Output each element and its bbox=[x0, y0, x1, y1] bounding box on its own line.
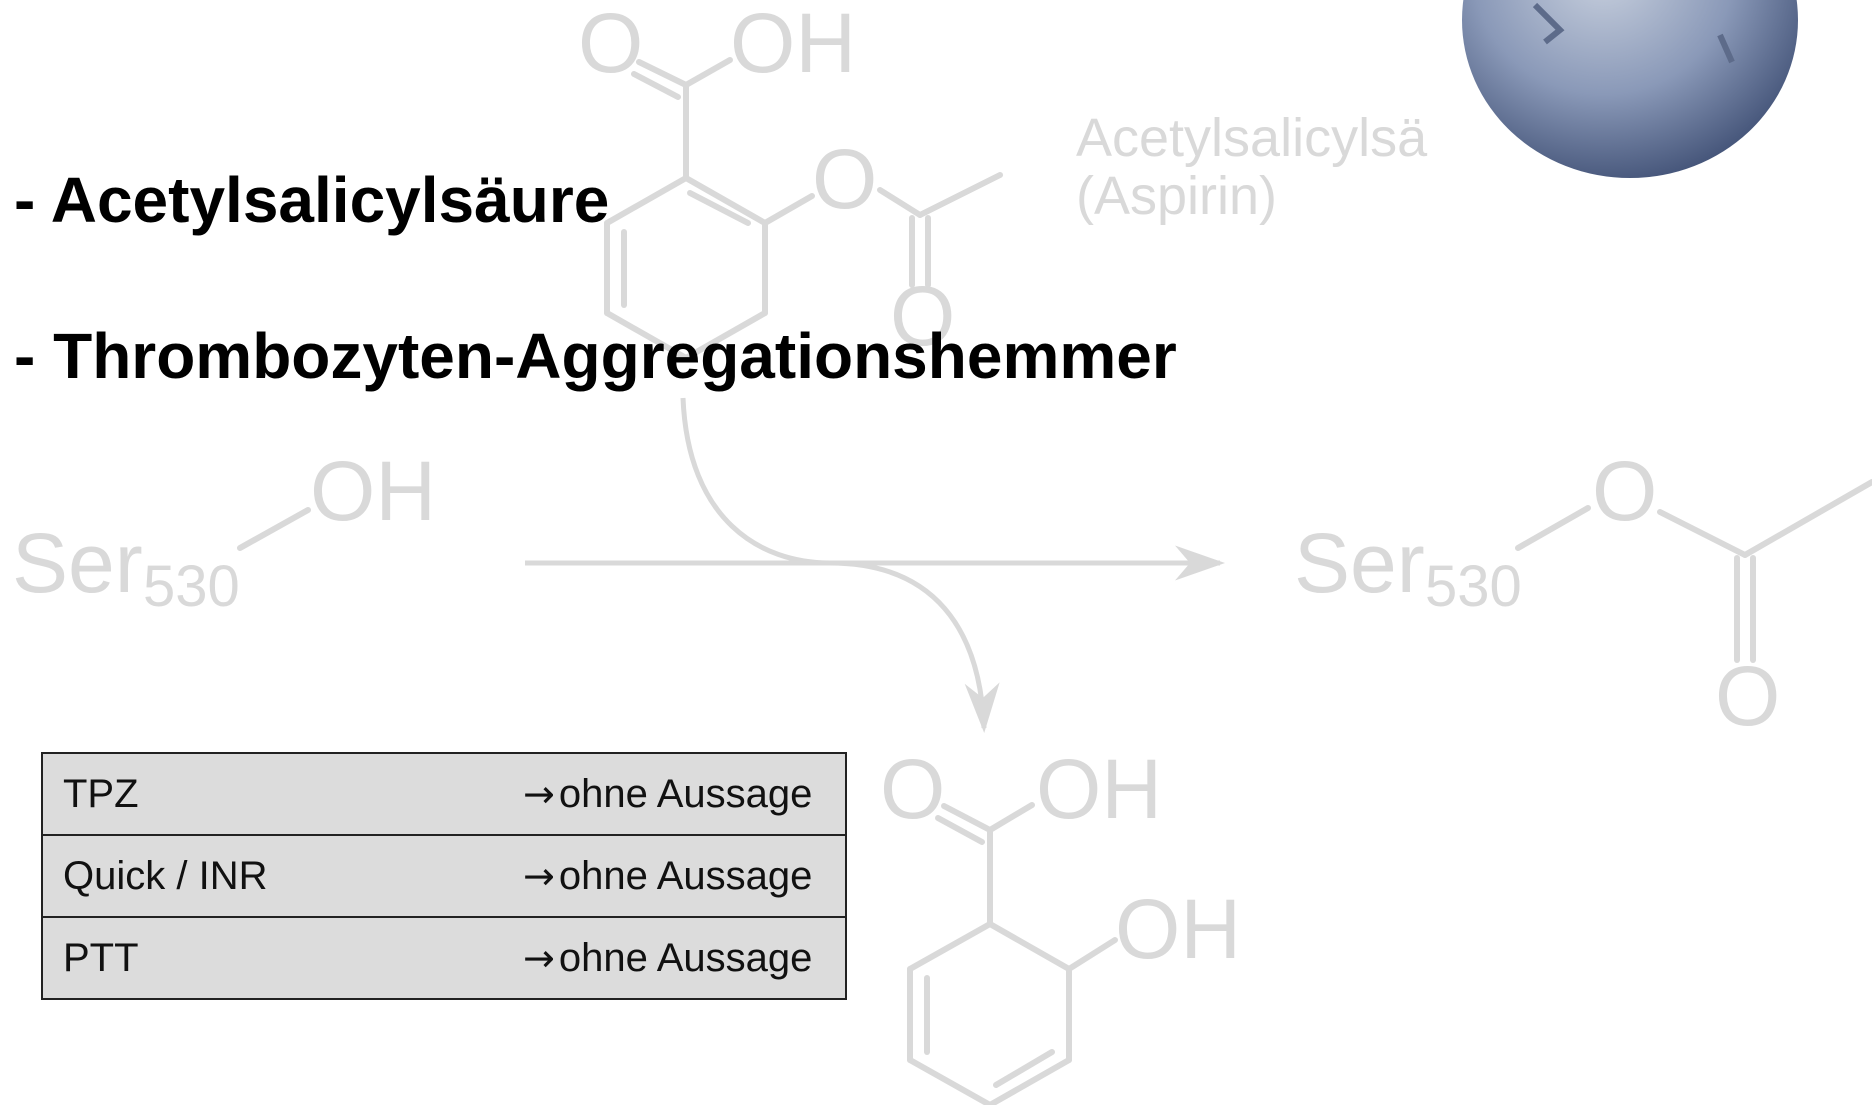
aspirin-oh-label: OH bbox=[730, 0, 856, 90]
serine-right-acetylated: Ser 530 O O bbox=[1294, 444, 1872, 743]
lab-result-text: ohne Aussage bbox=[558, 936, 813, 980]
lab-test-result: →ohne Aussage bbox=[523, 936, 812, 981]
lab-test-result: →ohne Aussage bbox=[523, 772, 812, 817]
lab-values-table: TPZ →ohne Aussage Quick / INR →ohne Auss… bbox=[41, 752, 847, 1000]
curved-arrow bbox=[680, 397, 1000, 733]
salicylic-acid-structure: O OH OH bbox=[880, 742, 1241, 1105]
table-row: PTT →ohne Aussage bbox=[43, 918, 845, 998]
lab-test-result: →ohne Aussage bbox=[523, 854, 812, 899]
table-row: Quick / INR →ohne Aussage bbox=[43, 836, 845, 918]
aspirin-tablet-photo bbox=[1462, 0, 1798, 178]
aspirin-subtitle-label: (Aspirin) bbox=[1076, 166, 1277, 226]
table-row: TPZ →ohne Aussage bbox=[43, 754, 845, 836]
salicylic-carbonyl-o-label: O bbox=[880, 742, 945, 836]
bullet-acetylsalicylic-acid: - Acetylsalicylsäure bbox=[14, 164, 610, 236]
ser-left-sub-label: 530 bbox=[143, 554, 240, 619]
aspirin-name-label: Acetylsalicylsä bbox=[1076, 108, 1428, 168]
bullet-platelet-aggregation-inhibitor: - Thrombozyten-Aggregationshemmer bbox=[14, 320, 1177, 392]
aspirin-acetyl-o-label: O bbox=[890, 269, 955, 363]
salicylic-phenol-oh-label: OH bbox=[1115, 882, 1241, 976]
ser-right-sub-label: 530 bbox=[1425, 554, 1522, 619]
aspirin-structure: O OH O O bbox=[578, 0, 1003, 363]
aspirin-carbonyl-o-label: O bbox=[578, 0, 643, 90]
ser-left-oh-label: OH bbox=[310, 444, 436, 538]
serine-left: Ser 530 OH bbox=[12, 444, 436, 619]
aspirin-ester-o-label: O bbox=[812, 132, 877, 226]
arrow-right-icon: → bbox=[523, 936, 555, 980]
arrow-right-icon: → bbox=[523, 772, 555, 816]
ser-right-o-label: O bbox=[1592, 444, 1657, 538]
lab-result-text: ohne Aussage bbox=[558, 854, 813, 898]
arrow-right-icon: → bbox=[523, 854, 555, 898]
lab-result-text: ohne Aussage bbox=[558, 772, 813, 816]
ser-right-label: Ser bbox=[1294, 516, 1425, 610]
ser-left-label: Ser bbox=[12, 516, 143, 610]
salicylic-acid-oh-label: OH bbox=[1036, 742, 1162, 836]
lab-test-name: PTT bbox=[63, 936, 139, 980]
lab-test-name: Quick / INR bbox=[63, 854, 268, 898]
ser-right-carbonyl-o-label: O bbox=[1715, 649, 1780, 743]
lab-test-name: TPZ bbox=[63, 772, 139, 816]
